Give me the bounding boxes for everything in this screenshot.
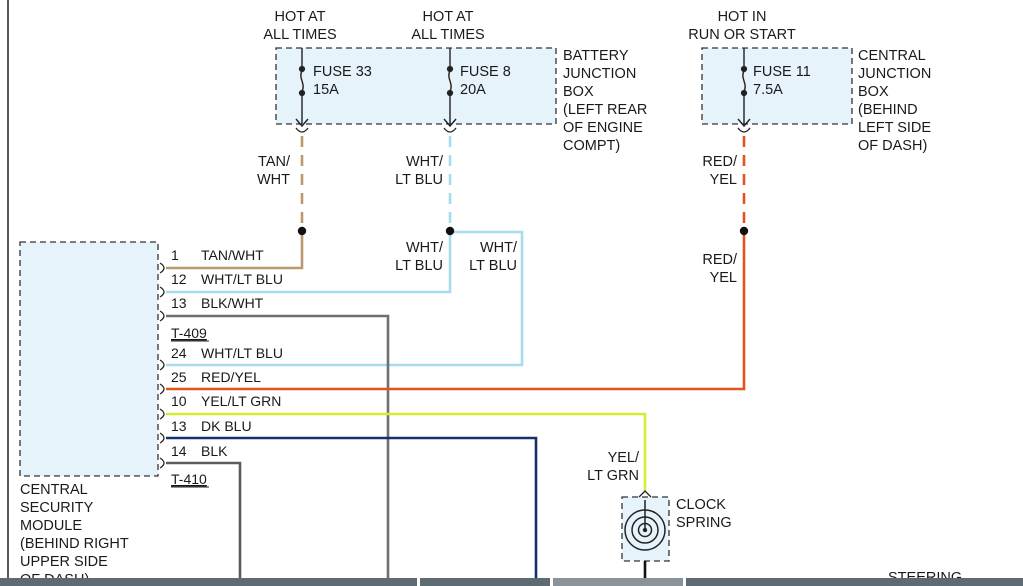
connector-t410: T-410 [171,471,207,487]
central-security-module [19,241,159,477]
central-box-label-4: (BEHIND [858,102,918,118]
module-label-3: MODULE [20,518,82,534]
pin-14-wire: BLK [201,443,228,459]
central-box-label-2: JUNCTION [858,66,931,82]
wire-wht-ltblu-pin24 [166,230,524,367]
fuse-33-rating: 15A [313,82,339,98]
clock-spring-coil-icon [624,500,666,551]
wire-wht-ltblu-pin12 [166,232,452,294]
fuse33-source-line1: HOT AT [274,9,325,25]
pin-1-wire: TAN/WHT [201,247,264,263]
pin-13-wire: BLK/WHT [201,295,264,311]
central-box-label-3: BOX [858,84,889,100]
module-connector-cups [159,262,165,469]
fuse-11-name: FUSE 11 [753,64,811,80]
module-label-1: CENTRAL [20,482,88,498]
label-red-yel-upper-1: RED/ [702,154,738,170]
pin-25-number: 25 [171,369,187,385]
label-red-yel-lower-1: RED/ [702,252,738,268]
bottom-bar-segment-1[interactable] [0,578,417,586]
fuse-33-symbol [295,48,309,128]
fuse8-source-line1: HOT AT [422,9,473,25]
label-yel-ltgrn-1: YEL/ [608,450,640,466]
label-red-yel-lower-2: YEL [710,270,737,286]
module-label-2: SECURITY [20,500,94,516]
wire-dk-blu [166,436,538,586]
label-wht-ltblu-upper-2: LT BLU [395,172,443,188]
fuse-33-name: FUSE 33 [313,64,372,80]
pin-13-number: 13 [171,295,187,311]
fuse11-source-line2: RUN OR START [688,27,796,43]
clock-spring-label-2: SPRING [676,515,732,531]
pin-13b-number: 13 [171,418,187,434]
bottom-bar-segment-2[interactable] [420,578,550,586]
pin-1-number: 1 [171,247,179,263]
pin-10-wire: YEL/LT GRN [201,393,281,409]
fuse-8-symbol [443,48,457,128]
label-yel-ltgrn-2: LT GRN [587,468,639,484]
pin-10-number: 10 [171,393,187,409]
connector-t409: T-409 [171,325,207,341]
splice-wht-ltblu [445,226,455,236]
splice-red-yel [739,226,749,236]
battery-box-label-4: (LEFT REAR [563,102,647,118]
label-wht-ltblu-upper-1: WHT/ [406,154,444,170]
label-wht-ltblu-left-2: LT BLU [395,258,443,274]
clock-spring-connector [638,490,652,498]
battery-box-label-3: BOX [563,84,594,100]
pin-13b-wire: DK BLU [201,418,252,434]
pin-24-number: 24 [171,345,187,361]
module-label-5: UPPER SIDE [20,554,108,570]
wire-blk-wht [166,314,390,586]
battery-box-label-5: OF ENGINE [563,120,643,136]
pin-24-wire: WHT/LT BLU [201,345,283,361]
fuse8-source-line2: ALL TIMES [411,27,484,43]
wire-red-yel [166,232,746,391]
pin-25-wire: RED/YEL [201,369,261,385]
label-tan-wht-2: WHT [257,172,290,188]
label-wht-ltblu-right-1: WHT/ [480,240,518,256]
label-tan-wht-1: TAN/ [258,154,291,170]
pin-12-wire: WHT/LT BLU [201,271,283,287]
battery-junction-box [275,47,557,125]
fuse-8-name: FUSE 8 [460,64,511,80]
central-junction-box [701,47,853,125]
wire-blk [166,461,242,586]
fuse33-source-line2: ALL TIMES [263,27,336,43]
pin-12-number: 12 [171,271,187,287]
label-red-yel-upper-2: YEL [710,172,737,188]
wire-yel-ltgrn [166,412,647,492]
battery-box-label-6: COMPT) [563,138,620,154]
module-label-4: (BEHIND RIGHT [20,536,129,552]
label-wht-ltblu-right-2: LT BLU [469,258,517,274]
fuse-11-rating: 7.5A [753,82,783,98]
bottom-bar-segment-3[interactable] [553,578,683,586]
bottom-bar-segment-4[interactable] [686,578,1023,586]
fuse11-source-line1: HOT IN [718,9,767,25]
wire-tan-wht [166,232,304,270]
central-box-label-5: LEFT SIDE [858,120,931,136]
clock-spring-center [642,527,648,533]
battery-box-label-2: JUNCTION [563,66,636,82]
box-connector-cups [295,127,751,133]
central-box-label-1: CENTRAL [858,48,926,64]
battery-box-label-1: BATTERY [563,48,629,64]
splice-tan-wht [297,226,307,236]
fuse-8-rating: 20A [460,82,486,98]
pin-14-number: 14 [171,443,187,459]
fuse-11-symbol [737,48,751,128]
central-box-label-6: OF DASH) [858,138,927,154]
label-wht-ltblu-left-1: WHT/ [406,240,444,256]
clock-spring-label-1: CLOCK [676,497,726,513]
